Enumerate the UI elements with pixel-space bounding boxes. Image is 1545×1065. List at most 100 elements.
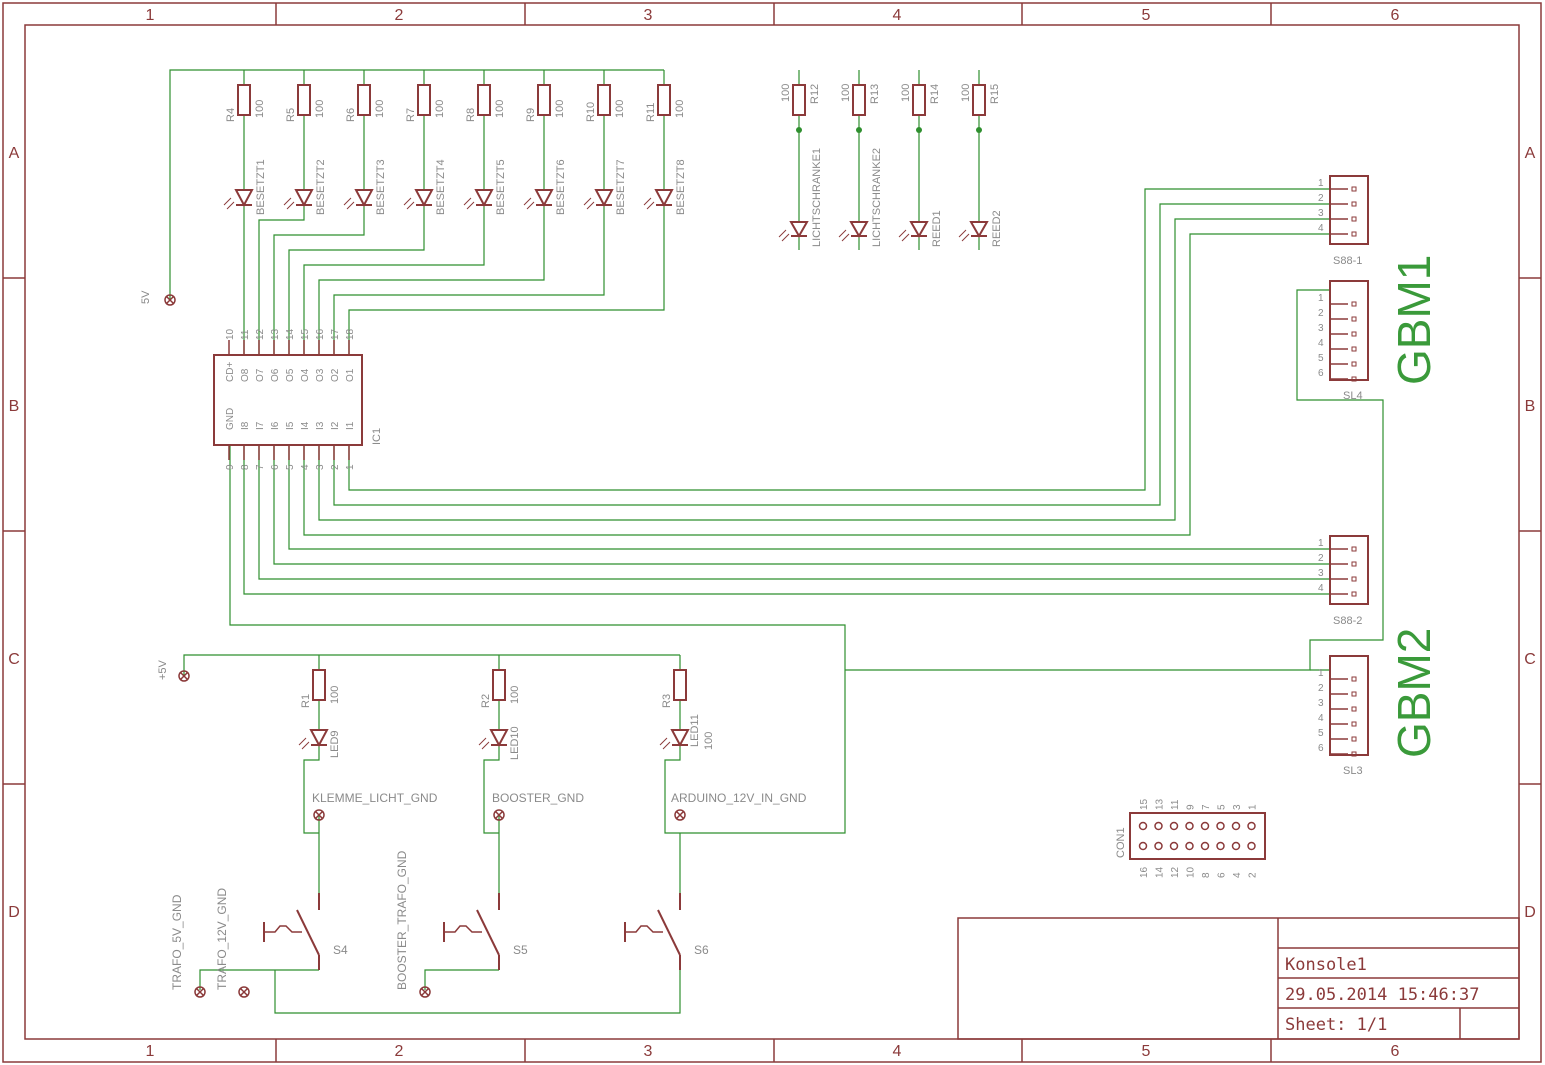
led-label: BESETZT5 [495,159,507,215]
ic1-pin-label: I5 [285,421,296,430]
pad-label: BOOSTER_TRAFO_GND [395,850,409,990]
row-label-right: A [1525,145,1536,162]
col-label-bottom: 3 [644,1043,653,1060]
led-label: BESETZT2 [315,159,327,215]
row-label-right: B [1525,398,1536,415]
connector-pin-number: 3 [1318,568,1324,579]
title-block: Konsole1 29.05.2014 15:46:37 Sheet: 1/1 [957,917,1520,1040]
led-besetzt6: BESETZT6 [523,159,567,215]
led-besetzt1: BESETZT1 [223,159,267,215]
resistor-r3-name: R3 [661,694,673,708]
ic1-pins: 10CD+GND911O8I8812O7I7713O6I6614O5I5515O… [225,328,356,470]
ic1-pin-label: O8 [240,368,251,382]
switch-s4: S4 [263,893,348,970]
ic1-pin-label: O2 [330,368,341,382]
junctions [796,127,982,133]
con1-pin-number: 1 [1248,804,1259,810]
col-label-top: 5 [1142,7,1151,24]
con1-pin-number: 9 [1186,804,1197,810]
title-block-datetime: 29.05.2014 15:46:37 [1285,985,1479,1005]
row-label-left: C [8,651,20,668]
ic1-pin-label: O4 [300,368,311,382]
con1-pin-number: 5 [1217,804,1228,810]
connector-pin-number: 1 [1318,538,1324,549]
group-label-gbm1: GBM1 [1388,255,1440,385]
connector-pin-number: 3 [1318,208,1324,219]
resistor-r5: R5 100 [285,84,326,122]
connector-pin-number: 6 [1318,368,1324,379]
resistor-name: R7 [405,108,417,122]
pad-label: KLEMME_LICHT_GND [312,791,438,805]
switch-s5: S5 [443,893,528,970]
col-label-bottom: 4 [893,1043,902,1060]
supply-5v-label: 5V [140,290,152,304]
resistor-r1-name: R1 [300,694,312,708]
con1-pin-number: 8 [1201,872,1212,878]
pad-label: TRAFO_5V_GND [170,894,184,990]
led-label: LICHTSCHRANKE2 [871,148,883,247]
resistor-value: 100 [674,100,686,118]
ic1-chip: IC1 10CD+GND911O8I8812O7I7713O6I6614O5I5… [213,328,383,470]
led-label: BESETZT4 [435,159,447,215]
ic1-pin-number: 1 [345,464,356,470]
con1-pin-number: 2 [1248,872,1259,878]
supply-5v: 5V [140,290,176,306]
row-label-right: D [1524,904,1536,921]
resistor-r13: 100 R13 LICHTSCHRANKE2 [838,84,883,247]
pad-label: TRAFO_12V_GND [215,888,229,990]
resistor-name: R10 [585,102,597,122]
col-label-bottom: 5 [1142,1043,1151,1060]
pad-label: BOOSTER_GND [492,791,584,805]
resistor-r6: R6 100 [345,84,386,122]
resistor-name: R6 [345,108,357,122]
resistor-r4: R4 100 [225,84,266,122]
connector-pin-number: 4 [1318,223,1324,234]
led-besetzt4: BESETZT4 [403,159,447,215]
col-label-bottom: 1 [146,1043,155,1060]
ic1-pin-number: 8 [240,464,251,470]
resistor-r11: R11 100 [645,84,686,122]
led11-value: 100 [703,732,715,750]
resistor-value: 100 [554,100,566,118]
ic1-name: IC1 [371,428,383,445]
led-besetzt8: BESETZT8 [643,159,687,215]
pad-trafo-12v-gnd: TRAFO_12V_GND [215,888,250,998]
ic1-pin-label: I7 [255,421,266,430]
resistor-r10: R10 100 [585,84,626,122]
led-besetzt7: BESETZT7 [583,159,627,215]
resistor-name: R12 [809,84,821,104]
led9-label: LED9 [329,730,341,758]
connector-pin-number: 3 [1318,698,1324,709]
resistor-r7: R7 100 [405,84,446,122]
ic1-pin-number: 2 [330,464,341,470]
resistor-value: 100 [780,84,792,102]
ic1-pin-label: GND [225,408,236,430]
con1-pin-number: 12 [1170,866,1181,878]
resistor-name: R9 [525,108,537,122]
supply-plus-5v-label: +5V [157,659,169,680]
wires [169,69,1384,1014]
led-label: BESETZT6 [555,159,567,215]
led-besetzt3: BESETZT3 [343,159,387,215]
switch-label: S6 [694,943,709,957]
connector-pin-number: 6 [1318,743,1324,754]
ic1-pin-label: I4 [300,421,311,430]
lower-led-section: R1 100 LED9 R2 100 LED10 R3 LED11 100 KL… [170,669,807,998]
con1-pin-number: 11 [1170,799,1181,810]
group-label-gbm2: GBM2 [1388,628,1440,758]
connector-pin-number: 2 [1318,553,1324,564]
resistor-name: R13 [869,84,881,104]
ic1-pin-number: 7 [255,464,266,470]
resistor-r8: R8 100 [465,84,506,122]
connector-pin-number: 5 [1318,353,1324,364]
led-label: BESETZT1 [255,159,267,215]
